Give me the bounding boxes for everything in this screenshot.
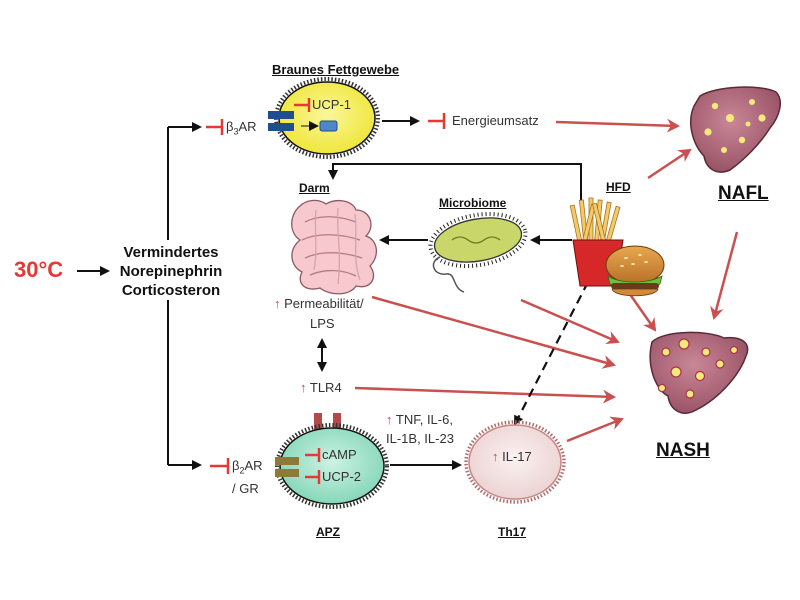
center-line-3: Corticosteron: [121, 282, 221, 299]
energy-label: Energieumsatz: [452, 113, 539, 128]
b3ar-suffix: AR: [238, 119, 257, 134]
apc-title: APZ: [316, 525, 340, 539]
up-arrow-icon: ↑: [300, 380, 307, 395]
center-line-2: Norepinephrin: [119, 263, 223, 280]
liver-nafl: [690, 86, 782, 173]
up-arrow-icon: ↑: [386, 412, 393, 427]
cytokines-line-2: IL-1B, IL-23: [386, 431, 454, 446]
b3ar-sub: 3: [233, 126, 239, 137]
red-arrows: [354, 118, 739, 443]
up-arrow-icon: ↑: [274, 296, 281, 311]
b2ar-label: β2AR / GR: [232, 457, 263, 498]
temperature-label: 30°C: [14, 257, 64, 282]
permeability-text: Permeabilität/: [284, 296, 364, 311]
hfd-title: HFD: [606, 180, 631, 194]
permeability-label: ↑ Permeabilität/: [274, 296, 364, 311]
b2ar-symbol: β: [232, 458, 240, 473]
hfd-to-th17-dashed: [514, 281, 589, 426]
inhibit-b3ar: [206, 119, 224, 135]
inhibit-b2ar: [210, 458, 230, 474]
cytokines-line-1: TNF, IL-6,: [395, 412, 453, 427]
microbiome-image: [428, 212, 528, 293]
ucp1-label: UCP-1: [312, 97, 352, 112]
b2ar-sub: 2: [239, 465, 245, 476]
microbiome-title: Microbiome: [439, 196, 507, 210]
tlr4-label: ↑ TLR4: [300, 380, 342, 395]
b2ar-line-2: / GR: [232, 480, 259, 496]
inhibit-energy: [428, 113, 446, 129]
nafl-label: NAFL: [718, 183, 769, 204]
center-label: Vermindertes Norepinephrin Corticosteron: [108, 243, 234, 300]
hfd-to-gut-arrow: [328, 163, 582, 200]
il17-text: IL-17: [502, 449, 532, 464]
liver-nash: [649, 331, 749, 414]
gut-title: Darm: [299, 181, 330, 195]
camp-label: cAMP: [322, 447, 357, 462]
bat-title: Braunes Fettgewebe: [272, 62, 400, 77]
up-arrow-icon: ↑: [492, 449, 499, 464]
center-line-1: Vermindertes: [123, 244, 219, 261]
th17-title: Th17: [498, 525, 527, 539]
lps-label: LPS: [310, 316, 335, 331]
b3ar-symbol: β: [226, 119, 234, 134]
left-bracket: [167, 122, 202, 470]
il17-label: ↑ IL-17: [492, 449, 532, 464]
ucp2-label: UCP-2: [322, 469, 362, 484]
b3ar-label: β3AR: [226, 119, 257, 137]
fat-cell: [268, 77, 380, 159]
fast-food-image: [569, 197, 665, 297]
th17-cell: [464, 420, 566, 504]
b2ar-suffix: AR: [244, 458, 263, 473]
nash-label: NASH: [656, 440, 710, 461]
intestine-image: [291, 199, 377, 295]
tlr4-text: TLR4: [309, 380, 342, 395]
cytokines-label: ↑ TNF, IL-6, IL-1B, IL-23: [386, 410, 454, 448]
apc-cell: [275, 413, 389, 509]
